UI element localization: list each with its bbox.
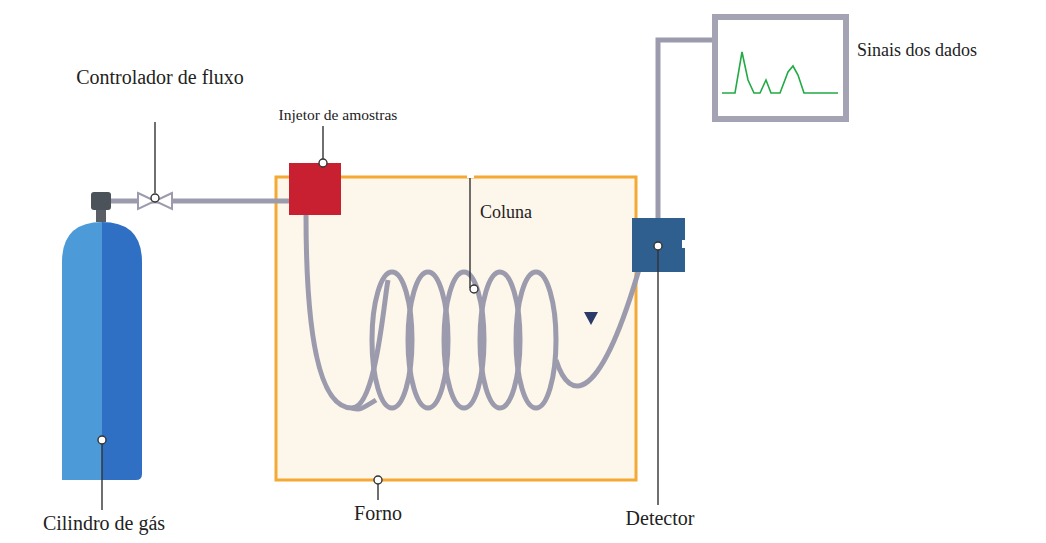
- gas-cylinder: [62, 192, 142, 480]
- detector-notch: [682, 240, 687, 248]
- flow-arrow: [584, 312, 598, 325]
- part-label: Detector: [590, 507, 730, 530]
- column-coil: [306, 214, 640, 409]
- part-label: Cilindro de gás: [4, 512, 204, 535]
- part-label: Controlador de fluxo: [70, 66, 250, 89]
- flow-valve: [138, 193, 172, 209]
- part-label: Sinais dos dados: [857, 40, 1042, 61]
- oven: [276, 177, 636, 480]
- chromatogram-trace: [722, 52, 838, 93]
- leader-lines: [102, 122, 658, 510]
- sample-injector: [289, 163, 341, 215]
- part-label: Injetor de amostras: [238, 106, 438, 124]
- part-label: Coluna: [480, 202, 570, 223]
- part-label: Forno: [318, 502, 438, 525]
- monitor: [715, 17, 846, 119]
- leader-dots: [98, 159, 662, 484]
- signal-cable: [658, 40, 714, 220]
- oven-tick: [467, 174, 474, 178]
